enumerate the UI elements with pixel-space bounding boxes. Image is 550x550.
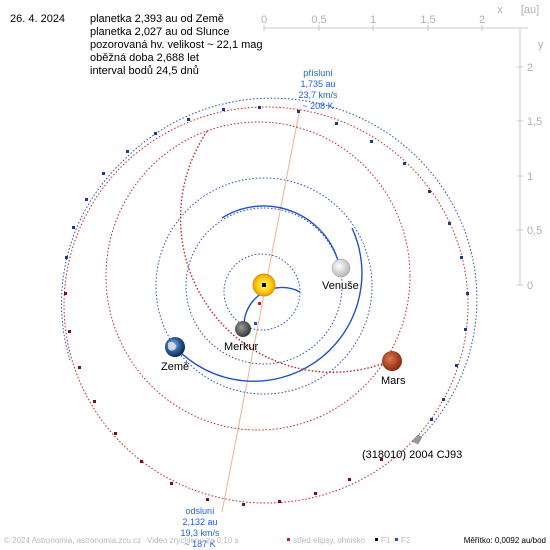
legend-f1-marker — [375, 538, 378, 541]
x-axis-label: x — [497, 4, 503, 16]
venus-label: Venuše — [322, 280, 359, 292]
video-note: Video zrychleno za 0,10 s — [147, 536, 238, 545]
earth-planet — [165, 337, 185, 357]
aphelion-speed: 19,3 km/s — [180, 528, 220, 538]
venus-planet — [331, 258, 351, 278]
axis-unit-label: [au] — [521, 4, 539, 16]
mars-planet — [382, 351, 402, 371]
earth-label: Země — [161, 361, 189, 373]
earth-orbit — [155, 177, 373, 395]
info-line: pozorovaná hv. velikost ~ 22,1 mag — [90, 39, 263, 51]
info-line: planetka 2,027 au od Slunce — [90, 26, 229, 38]
perihelion-title: přísluní — [303, 68, 333, 78]
venus-orbit — [185, 205, 343, 365]
mercury-label: Merkur — [224, 341, 259, 353]
perihelion-temperature: ~ 208 K — [302, 101, 333, 111]
y-tick-label: 0,5 — [527, 225, 542, 237]
ellipse-center-marker — [258, 302, 261, 305]
x-tick-label: 0,5 — [311, 14, 326, 26]
y-tick-label: 1 — [527, 171, 533, 183]
footer: © 2024 Astronomia, astronomia.zcu.cz Vid… — [4, 536, 546, 545]
legend-f1-label: F1 — [381, 536, 391, 545]
y-tick-label: 1,5 — [527, 116, 542, 128]
legend-center-marker — [287, 538, 290, 541]
asteroid-label: (318010) 2004 CJ93 — [362, 449, 462, 461]
x-tick-label: 1 — [370, 14, 376, 26]
asteroid-orbit-blue — [61, 159, 125, 361]
focus-f2-marker — [254, 322, 257, 325]
x-tick-label: 1,5 — [420, 14, 435, 26]
mercury-planet — [235, 321, 251, 337]
mars-label: Mars — [381, 375, 406, 387]
info-line: interval bodů 24,5 dnů — [90, 65, 199, 77]
x-tick-label: 0 — [261, 14, 267, 26]
perihelion-speed: 23,7 km/s — [298, 90, 338, 100]
scale-label: Měřítko: 0,0092 au/bod — [464, 536, 546, 545]
copyright-text: © 2024 Astronomia, astronomia.zcu.cz — [4, 536, 141, 545]
legend-f2-label: F2 — [401, 536, 411, 545]
asteroid-orbit — [61, 97, 478, 506]
info-line: planetka 2,393 au od Země — [90, 13, 224, 25]
y-tick-label: 0 — [527, 280, 533, 292]
x-axis: 0 0,5 1 1,5 2 x [au] — [261, 4, 539, 31]
asteroid-orbit-blue — [123, 97, 478, 439]
aphelion-title: odsluní — [185, 506, 215, 516]
perihelion-distance: 1,735 au — [300, 79, 335, 89]
y-axis-label: y — [538, 39, 544, 51]
y-tick-label: 2 — [527, 62, 533, 74]
sun — [252, 273, 276, 297]
aphelion-temperature: ~ 187 K — [184, 539, 215, 549]
x-tick-label: 2 — [479, 14, 485, 26]
mars-orbit — [105, 121, 411, 431]
asteroid-orbit-red — [63, 106, 469, 504]
date-label: 26. 4. 2024 — [10, 13, 65, 25]
asteroid-body — [411, 434, 423, 445]
info-line: oběžná doba 2,688 let — [90, 52, 199, 64]
apsis-line — [221, 107, 301, 513]
y-axis: 2 1,5 1 0,5 0 y — [517, 28, 544, 292]
legend-center-label: střed elipsy, ohnisko — [293, 536, 365, 545]
aphelion-annotation: odsluní 2,132 au 19,3 km/s ~ 187 K — [180, 506, 220, 549]
perihelion-annotation: přísluní 1,735 au 23,7 km/s ~ 208 K — [298, 68, 338, 111]
legend-f2-marker — [395, 538, 398, 541]
aphelion-distance: 2,132 au — [182, 517, 217, 527]
